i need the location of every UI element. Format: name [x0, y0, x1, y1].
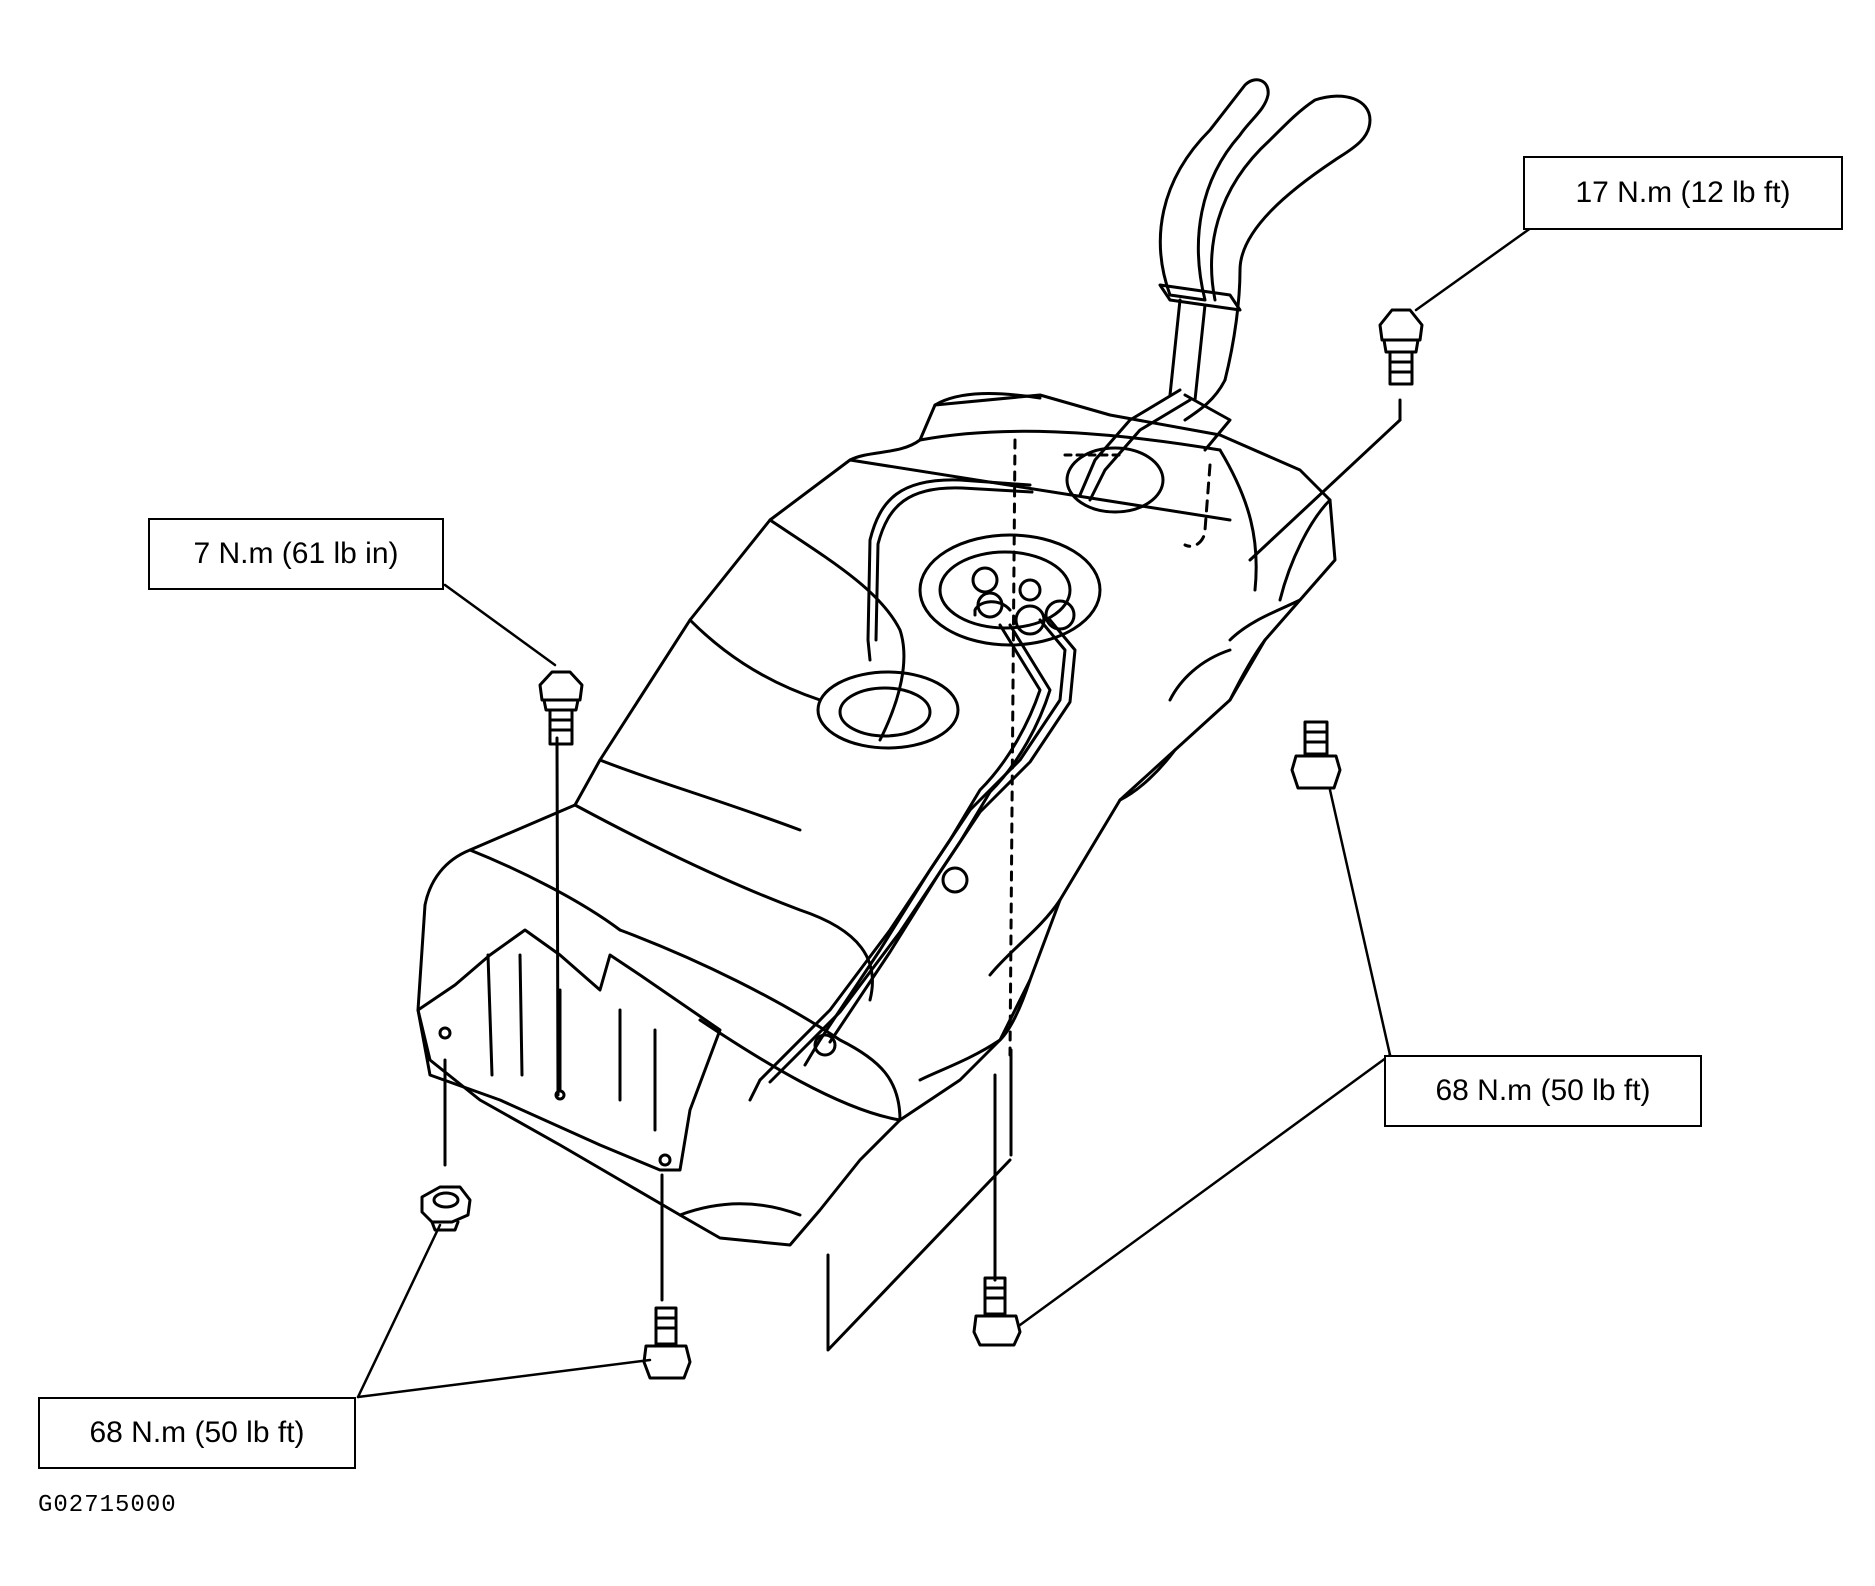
install-lines [443, 398, 1402, 1352]
fuel-filler-pipe [1078, 78, 1372, 502]
callout-connectors [660, 1153, 997, 1302]
torque-callout-bottom-left: 68 N.m (50 lb ft) [38, 1397, 356, 1469]
bolt-bottom-center [642, 1306, 692, 1380]
bolt-bottom-right [972, 1276, 1022, 1347]
skid-plate [416, 928, 722, 1172]
fuel-tank [416, 392, 1337, 1247]
figure-id: G02715000 [38, 1492, 177, 1519]
bolt-left [538, 670, 584, 746]
bolt-right-upper [1290, 720, 1342, 790]
leader-lines [356, 223, 1537, 1399]
torque-callout-left: 7 N.m (61 lb in) [148, 518, 444, 590]
fuel-lines [748, 478, 1077, 1102]
bolt-top-right [1378, 308, 1424, 386]
torque-callout-right: 68 N.m (50 lb ft) [1384, 1055, 1702, 1127]
nut-bottom-left [420, 1185, 472, 1232]
torque-callout-top-right: 17 N.m (12 lb ft) [1523, 156, 1843, 230]
